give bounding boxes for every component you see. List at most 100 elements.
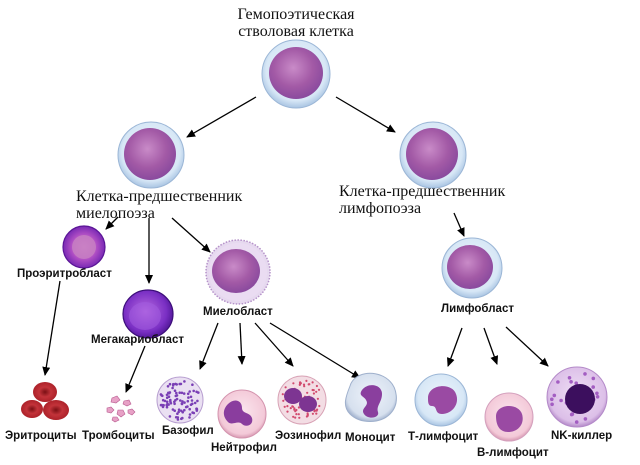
arrow-lymphoblast-to-b-lymphocyte bbox=[483, 327, 499, 365]
granule bbox=[297, 413, 300, 416]
arrow-stem-to-myeloid bbox=[186, 96, 257, 138]
stem-cell-title: Гемопоэтическая стволовая клетка bbox=[228, 6, 364, 40]
granule bbox=[298, 416, 301, 419]
granule bbox=[176, 418, 180, 421]
arrow-myeloblast-to-basophil bbox=[199, 322, 219, 370]
granule bbox=[286, 405, 289, 408]
granule bbox=[595, 395, 600, 399]
granule bbox=[550, 397, 554, 402]
granule bbox=[190, 399, 194, 402]
platelets-cells bbox=[106, 395, 136, 423]
t-lymphocyte-label: Т-лимфоцит bbox=[408, 431, 479, 443]
granule bbox=[295, 413, 298, 416]
granule bbox=[165, 405, 169, 409]
granule bbox=[159, 393, 163, 396]
granule bbox=[195, 409, 199, 412]
nk-killer-label: NK-киллер bbox=[551, 430, 613, 442]
myeloid-progenitor-label: Клетка-предшественник миелопоэза bbox=[76, 188, 242, 222]
arrow-lymphoblast-to-t-lymphocyte bbox=[447, 327, 463, 367]
stem-cell-title-line1: Гемопоэтическая bbox=[237, 6, 355, 23]
granule bbox=[188, 407, 191, 411]
granule bbox=[192, 411, 196, 415]
basophil-label: Базофил bbox=[162, 425, 214, 437]
granule bbox=[175, 383, 178, 386]
lymphoblast-label: Лимфобласт bbox=[441, 303, 514, 315]
granule bbox=[188, 416, 191, 419]
granule bbox=[591, 385, 595, 389]
arrow-myeloblast-to-neutrophil bbox=[237, 322, 246, 365]
granule bbox=[567, 376, 572, 380]
granule bbox=[286, 410, 289, 413]
granule bbox=[166, 385, 170, 388]
granule bbox=[187, 396, 190, 399]
granule bbox=[179, 399, 182, 402]
granule bbox=[297, 406, 300, 409]
lymphoblast-cell bbox=[441, 237, 503, 299]
arrow-lymphoid-to-lymphoblast bbox=[453, 212, 465, 237]
granule bbox=[303, 385, 306, 388]
granule bbox=[552, 393, 557, 398]
granule bbox=[165, 400, 169, 404]
granule bbox=[305, 379, 308, 382]
megakaryoblast-label: Мегакариобласт bbox=[91, 334, 184, 346]
granule bbox=[189, 403, 193, 407]
granule bbox=[574, 381, 578, 386]
granule bbox=[292, 382, 295, 385]
b-lymphocyte-cell bbox=[484, 392, 534, 442]
granule bbox=[167, 403, 170, 406]
granule bbox=[159, 403, 163, 407]
granule bbox=[284, 386, 287, 389]
granule bbox=[177, 410, 180, 414]
monocyte-label: Моноцит bbox=[345, 432, 396, 444]
myeloid-progenitor-label-line2: миелопоэза bbox=[76, 205, 155, 222]
granule bbox=[186, 392, 190, 396]
granule bbox=[294, 416, 297, 419]
granule bbox=[591, 376, 596, 381]
granule bbox=[188, 413, 192, 416]
granule bbox=[292, 415, 295, 418]
granule bbox=[173, 389, 177, 393]
granule bbox=[195, 407, 198, 411]
granule bbox=[173, 402, 176, 406]
granule bbox=[168, 382, 172, 386]
granule bbox=[178, 382, 181, 386]
granule bbox=[183, 408, 186, 412]
granule bbox=[311, 388, 314, 392]
granule bbox=[168, 415, 172, 418]
granule bbox=[299, 381, 302, 384]
granule bbox=[550, 402, 554, 407]
proerythroblast-label: Проэритробласт bbox=[17, 268, 112, 280]
granule bbox=[183, 401, 186, 404]
arrow-megakaryoblast-to-platelets bbox=[125, 345, 146, 393]
granule bbox=[174, 394, 178, 398]
arrow-myeloblast-to-monocyte bbox=[269, 322, 361, 379]
granule bbox=[316, 397, 319, 400]
neutrophil-cell bbox=[217, 389, 267, 439]
granule bbox=[195, 390, 198, 394]
granule bbox=[193, 401, 197, 405]
granule bbox=[316, 408, 319, 411]
megakaryoblast-cell bbox=[122, 289, 174, 339]
granule bbox=[318, 404, 321, 408]
granule bbox=[595, 391, 599, 396]
granule bbox=[283, 405, 286, 408]
granule bbox=[559, 398, 563, 403]
granule bbox=[306, 391, 309, 394]
granule bbox=[312, 392, 315, 395]
nk-killer-cell bbox=[546, 366, 608, 428]
granule bbox=[184, 405, 188, 409]
arrow-myeloblast-to-eosinophil bbox=[254, 322, 294, 367]
granule bbox=[180, 409, 183, 413]
granule bbox=[196, 399, 199, 403]
granule bbox=[180, 402, 184, 405]
b-lymphocyte-label: В-лимфоцит bbox=[477, 447, 549, 459]
arrow-lymphoblast-to-nk-killer bbox=[505, 326, 549, 367]
granule bbox=[556, 380, 560, 384]
arrow-myeloid-to-proerythroblast bbox=[105, 216, 119, 230]
lymphoid-progenitor-label-line2: лимфопоэза bbox=[339, 200, 422, 217]
granule bbox=[189, 395, 193, 399]
granule bbox=[570, 412, 575, 416]
t-lymphocyte-cell bbox=[414, 373, 468, 427]
granule bbox=[169, 400, 172, 404]
